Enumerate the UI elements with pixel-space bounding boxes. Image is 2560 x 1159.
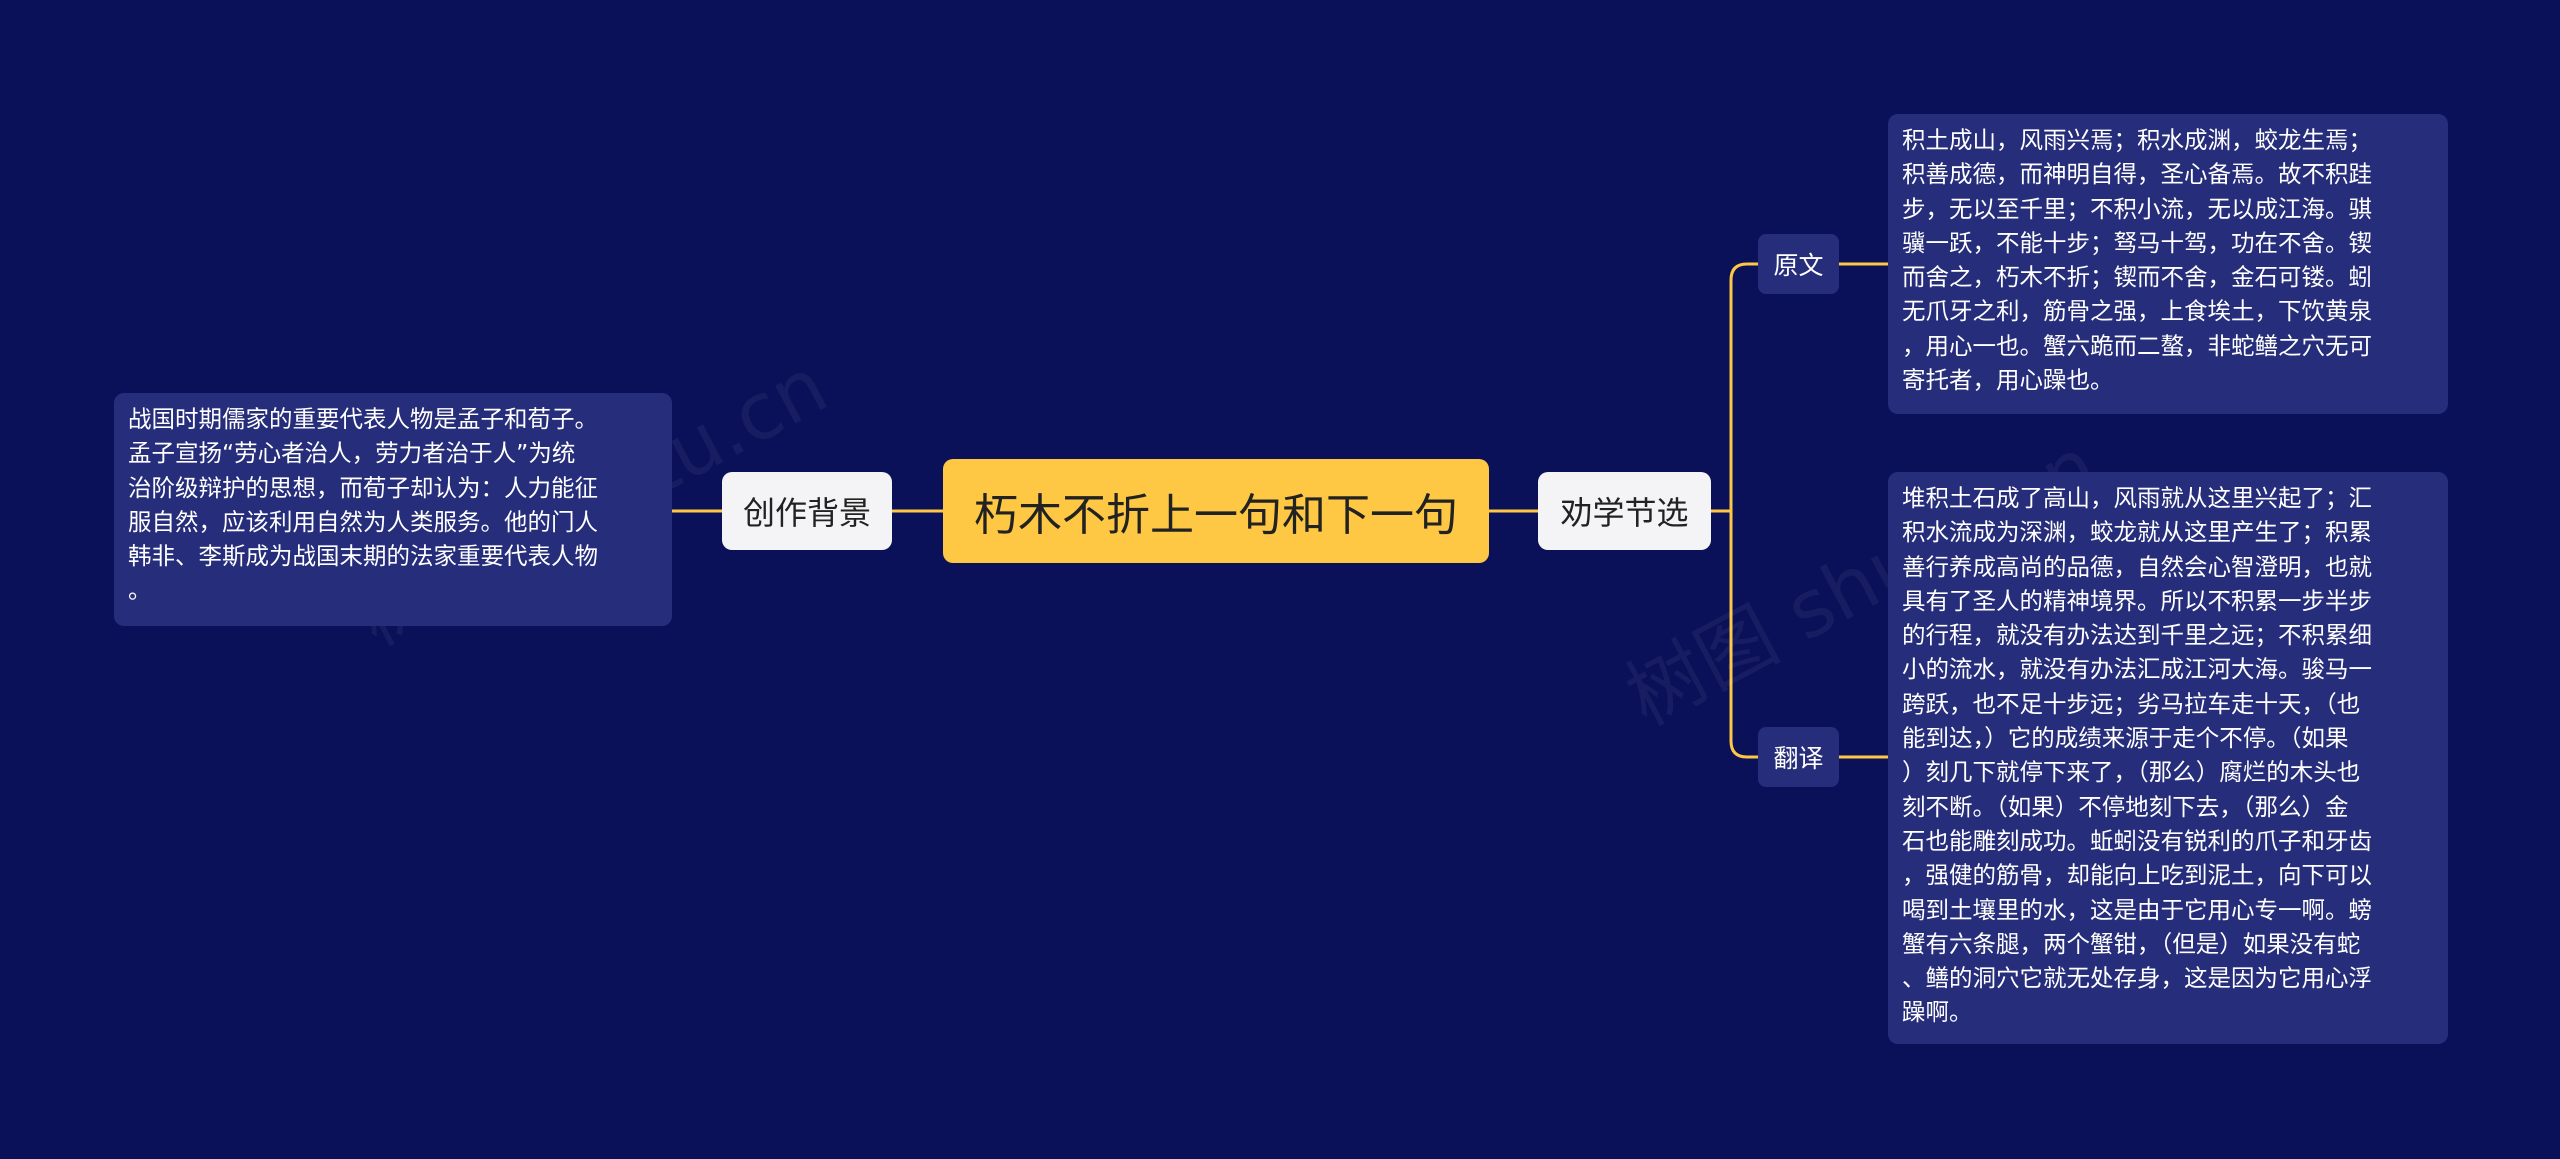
- branch-creation-background[interactable]: 创作背景: [722, 472, 892, 550]
- translation-content: 堆积土石成了高山，风雨就从这里兴起了；汇 积水流成为深渊，蛟龙就从这里产生了；积…: [1888, 472, 2448, 1044]
- branch-quanxue-excerpt[interactable]: 劝学节选: [1538, 472, 1711, 550]
- original-text-content: 积土成山，风雨兴焉；积水成渊，蛟龙生焉； 积善成德，而神明自得，圣心备焉。故不积…: [1888, 114, 2448, 414]
- leaf-translation[interactable]: 翻译: [1758, 727, 1839, 787]
- creation-background-text: 战国时期儒家的重要代表人物是孟子和荀子。 孟子宣扬“劳心者治人，劳力者治于人”为…: [114, 393, 672, 626]
- connector-right-up: [1729, 262, 1760, 513]
- root-topic[interactable]: 朽木不折上一句和下一句: [943, 459, 1489, 563]
- connector-right-down: [1729, 509, 1760, 759]
- leaf-original-text[interactable]: 原文: [1758, 234, 1839, 294]
